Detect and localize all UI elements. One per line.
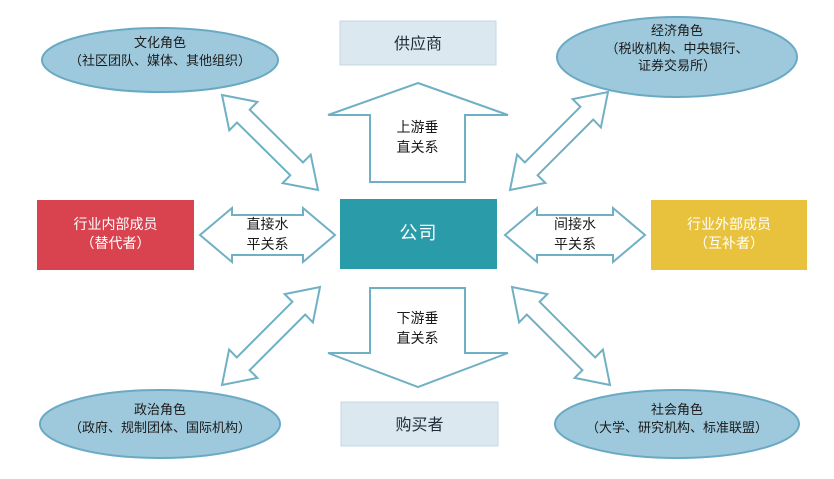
social-role-ellipse [554, 389, 800, 459]
internal-members-label: 行业内部成员 （替代者） [37, 216, 194, 254]
cultural-role-title: 文化角色 [133, 36, 186, 51]
upstream-line1: 上游垂 [396, 120, 439, 136]
internal-members-line2: （替代者） [80, 235, 151, 252]
cultural-role-detail: （社区团队、媒体、其他组织） [68, 53, 251, 69]
indirect-line1: 间接水 [554, 217, 596, 233]
political-role-label: 政治角色 （政府、规制团体、国际机构） [40, 402, 280, 437]
cultural-role-ellipse [41, 27, 279, 93]
cultural-role-label: 文化角色 （社区团队、媒体、其他组织） [42, 35, 278, 70]
indirect-line2: 平关系 [554, 237, 596, 254]
direct-arrow-shape [198, 205, 337, 265]
supplier-box [339, 20, 497, 66]
downstream-arrow-shape [327, 287, 509, 389]
upstream-arrow-label: 上游垂 直关系 [370, 118, 465, 159]
cultural-relation-arrow [220, 93, 320, 192]
economic-role-detail: （税收机构、中央银行、 [605, 41, 749, 57]
indirect-arrow-shape [503, 205, 647, 265]
company-label: 公司 [399, 223, 438, 244]
external-members-line1: 行业外部成员 [687, 217, 771, 233]
social-role-detail: （大学、研究机构、标准联盟） [585, 420, 768, 436]
social-role-label: 社会角色 （大学、研究机构、标准联盟） [555, 402, 799, 437]
direct-line1: 直接水 [246, 217, 289, 233]
downstream-line2: 直关系 [396, 331, 439, 348]
buyer-box [340, 401, 499, 447]
supplier-label: 供应商 [393, 34, 442, 53]
economic-role-title: 经济角色 [650, 24, 703, 39]
political-role-detail: （政府、规制团体、国际机构） [68, 420, 251, 436]
political-relation-arrow [220, 285, 322, 387]
economic-role-label: 经济角色 （税收机构、中央银行、 证券交易所） [557, 23, 797, 76]
social-role-title: 社会角色 [650, 403, 703, 418]
political-role-ellipse [39, 389, 281, 459]
internal-members-box [37, 200, 194, 270]
external-members-box [651, 200, 807, 270]
economic-role-ellipse [556, 16, 798, 98]
downstream-arrow-label: 下游垂 直关系 [370, 309, 465, 350]
social-relation-arrow [510, 285, 612, 387]
company-box [340, 199, 497, 269]
downstream-line1: 下游垂 [396, 311, 439, 327]
buyer-label: 购买者 [395, 415, 444, 434]
external-members-line2: （互补者） [694, 235, 764, 252]
upstream-arrow-shape [327, 81, 509, 183]
economic-role-detail2: 证券交易所） [637, 59, 716, 75]
internal-members-line1: 行业内部成员 [73, 217, 158, 233]
external-members-label: 行业外部成员 （互补者） [651, 216, 807, 254]
indirect-arrow-label: 间接水 平关系 [537, 215, 613, 256]
economic-relation-arrow [508, 90, 610, 192]
direct-line2: 平关系 [246, 237, 289, 254]
direct-arrow-label: 直接水 平关系 [232, 215, 303, 256]
political-role-title: 政治角色 [133, 403, 186, 418]
upstream-line2: 直关系 [396, 140, 439, 157]
